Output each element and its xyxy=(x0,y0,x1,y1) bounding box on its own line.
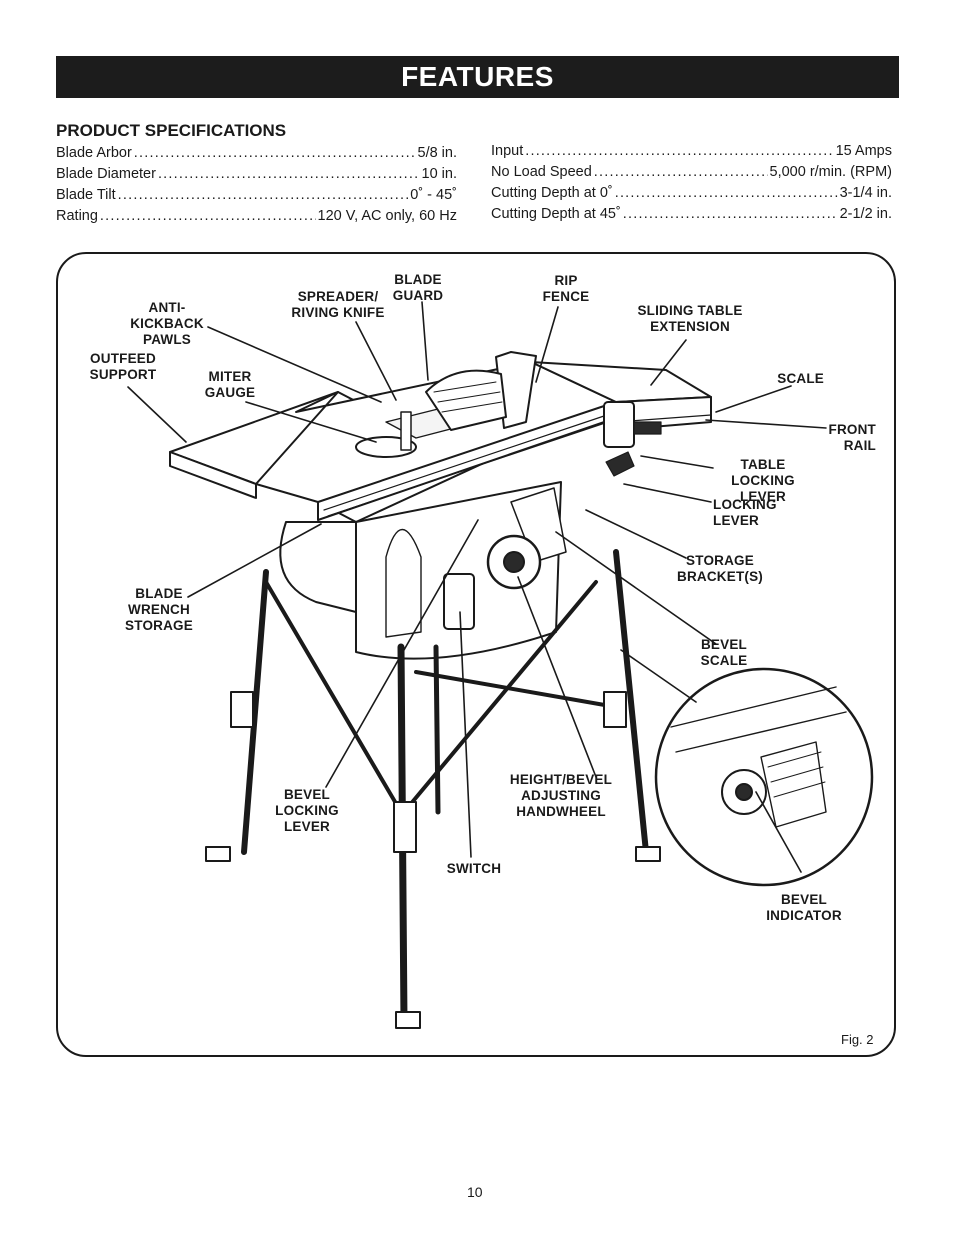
callout-height-bevel-handwheel: HEIGHT/BEVEL ADJUSTING HANDWHEEL xyxy=(509,772,613,819)
figure-frame xyxy=(56,252,896,1057)
spec-row: Cutting Depth at 0˚ ....................… xyxy=(491,185,892,206)
callout-bevel-indicator: BEVEL INDICATOR xyxy=(766,892,842,923)
callout-sliding-table-extension: SLIDING TABLE EXTENSION xyxy=(637,303,743,334)
dot-leader: ........................................… xyxy=(593,164,768,180)
dot-leader: ........................................… xyxy=(525,143,834,159)
spec-value: 120 V, AC only, 60 Hz xyxy=(317,208,457,224)
spec-value: 5,000 r/min. (RPM) xyxy=(769,164,892,180)
switch-shape xyxy=(443,573,475,630)
spec-label: No Load Speed xyxy=(491,164,592,180)
spec-row: Blade Diameter .........................… xyxy=(56,166,457,187)
dot-leader: ........................................… xyxy=(117,187,409,203)
table-saw-illustration xyxy=(127,301,874,1029)
spec-label: Blade Tilt xyxy=(56,187,116,203)
figure-number: Fig. 2 xyxy=(841,1032,874,1047)
spec-row: Blade Tilt .............................… xyxy=(56,187,457,208)
callout-locking-lever: LOCKING LEVER xyxy=(713,497,777,528)
dot-leader: ........................................… xyxy=(622,206,838,222)
spec-label: Input xyxy=(491,143,524,159)
callout-switch: SWITCH xyxy=(446,861,502,876)
spec-row: Input ..................................… xyxy=(491,143,892,164)
callout-front-rail: FRONT RAIL xyxy=(828,422,876,453)
callout-table-locking-lever: TABLE LOCKING LEVER xyxy=(731,457,795,504)
dot-leader: ........................................… xyxy=(157,166,420,182)
callout-bevel-scale: BEVEL SCALE xyxy=(700,637,748,668)
spec-column-right: Input ..................................… xyxy=(491,143,892,227)
callout-scale: SCALE xyxy=(777,371,824,386)
callout-miter-gauge: MITER GAUGE xyxy=(204,369,256,400)
section-title-banner: FEATURES xyxy=(56,56,899,98)
callout-anti-kickback-pawls: ANTI-KICKBACK PAWLS xyxy=(130,300,204,347)
spec-label: Cutting Depth at 45˚ xyxy=(491,206,621,222)
callout-blade-wrench-storage: BLADE WRENCH STORAGE xyxy=(125,586,193,633)
callout-bevel-locking-lever: BEVEL LOCKING LEVER xyxy=(275,787,339,834)
callout-outfeed-support: OUTFEED SUPPORT xyxy=(89,351,157,382)
spec-column-left: Blade Arbor ............................… xyxy=(56,145,457,229)
spec-value: 2-1/2 in. xyxy=(839,206,892,222)
blade-guard-shape xyxy=(425,369,507,431)
spec-label: Rating xyxy=(56,208,98,224)
callout-spreader-riving-knife: SPREADER/ RIVING KNIFE xyxy=(291,289,385,320)
spec-value: 10 in. xyxy=(421,166,457,182)
spec-heading: PRODUCT SPECIFICATIONS xyxy=(56,121,287,140)
spec-value: 15 Amps xyxy=(835,143,892,159)
callout-blade-guard: BLADE GUARD xyxy=(392,272,444,303)
spec-value: 3-1/4 in. xyxy=(839,185,892,201)
dot-leader: ........................................… xyxy=(99,208,316,224)
spec-row: No Load Speed ..........................… xyxy=(491,164,892,185)
callout-storage-brackets: STORAGE BRACKET(S) xyxy=(677,553,763,584)
spec-row: Rating .................................… xyxy=(56,208,457,229)
spec-value: 0˚ - 45˚ xyxy=(410,187,457,203)
dot-leader: ........................................… xyxy=(614,185,838,201)
page-number: 10 xyxy=(467,1184,483,1200)
spec-row: Blade Arbor ............................… xyxy=(56,145,457,166)
callout-rip-fence: RIP FENCE xyxy=(542,273,590,304)
bevel-detail-inset xyxy=(654,667,874,887)
dot-leader: ........................................… xyxy=(133,145,416,161)
spec-row: Cutting Depth at 45˚ ...................… xyxy=(491,206,892,227)
spec-label: Blade Diameter xyxy=(56,166,156,182)
spec-label: Cutting Depth at 0˚ xyxy=(491,185,613,201)
spec-value: 5/8 in. xyxy=(417,145,458,161)
spec-label: Blade Arbor xyxy=(56,145,132,161)
